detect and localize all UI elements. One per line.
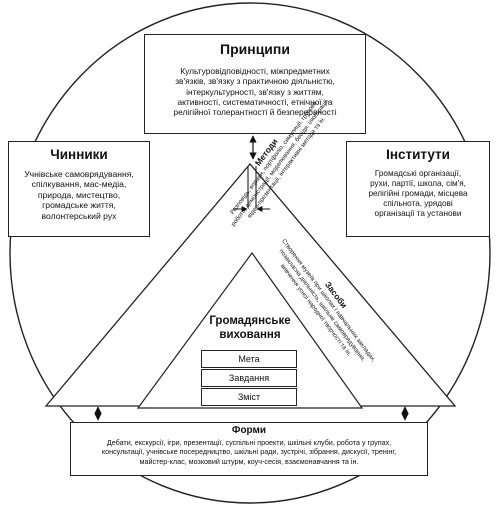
forms-box: Форми Дебати, екскурсії, ігри, презентац… xyxy=(70,422,428,476)
principles-line: активності, систематичності, етнічної та xyxy=(177,96,333,107)
forms-line: майстер-клас, мозковий штурм, коуч-сесія… xyxy=(139,456,359,466)
principles-line: інтеркультурності, зв'язку з життям, xyxy=(186,86,324,97)
outer-ellipse xyxy=(9,2,491,504)
forms-line: Дебати, екскурсії, ігри, презентації, су… xyxy=(106,438,392,447)
principles-box: Принципи Культуровідповідності, міжпредм… xyxy=(144,34,366,134)
forms-title: Форми xyxy=(231,425,267,436)
factors-line: спілкування, мас-медіа, xyxy=(31,179,127,190)
forms-line: консультації, учнівське посередництво, ш… xyxy=(101,447,397,457)
institutes-line: організації та установи xyxy=(374,209,462,218)
institutes-line: рухи, партії, школа, сім'я, xyxy=(370,179,466,188)
factors-line: волонтерський рух xyxy=(41,210,117,221)
factors-line: Учнівське самоврядування, xyxy=(24,169,134,179)
factors-title: Чинники xyxy=(50,147,108,162)
institutes-line: релігійні громади, місцева xyxy=(368,189,468,198)
factors-line: громадське життя, xyxy=(42,200,116,211)
institutes-title: Інститути xyxy=(386,147,450,162)
factors-line: природа, мистецтво, xyxy=(37,189,121,200)
civic-education-title-line1: Громадянське xyxy=(209,315,291,327)
content-box: Зміст xyxy=(201,388,297,406)
tasks-box: Завдання xyxy=(201,369,297,387)
institutes-line: Громадські організації, xyxy=(374,169,462,178)
institutes-box: Інститути Громадські організації, рухи, … xyxy=(346,141,490,237)
goal-box: Мета xyxy=(201,350,297,368)
principles-line: зв'язків, зв'язку з практичною діяльніст… xyxy=(175,76,335,87)
principles-title: Принципи xyxy=(220,41,290,57)
civic-education-title-line2: виховання xyxy=(219,329,281,342)
civic-education-title: Громадянське виховання xyxy=(190,314,310,343)
principles-line: Культуровідповідності, міжпредметних xyxy=(180,66,330,76)
factors-box: Чинники Учнівське самоврядування, спілку… xyxy=(8,141,150,237)
principles-line: релігійної толерантності й безперервност… xyxy=(173,107,337,117)
institutes-line: спільнота, урядові xyxy=(383,199,453,208)
inner-triangle xyxy=(136,251,364,409)
